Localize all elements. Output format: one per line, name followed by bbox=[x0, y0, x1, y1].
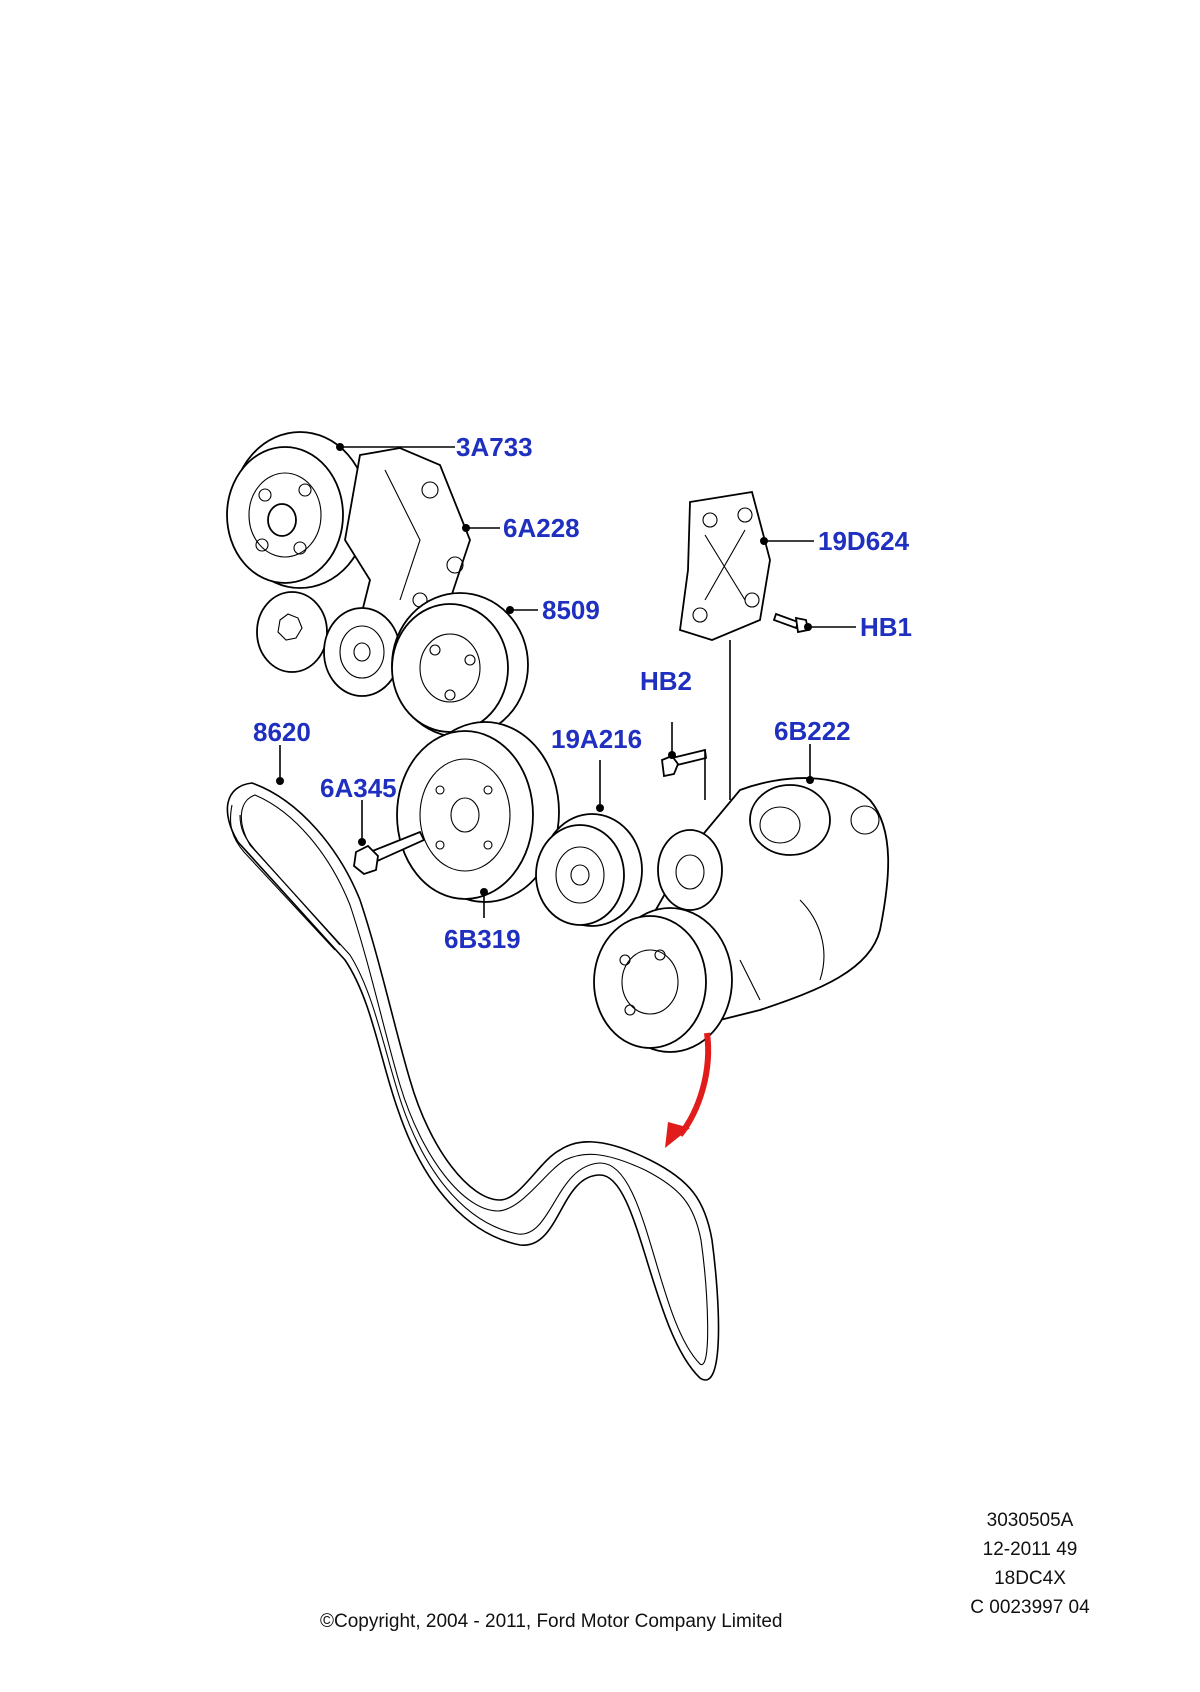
label-8620: 8620 bbox=[253, 717, 311, 747]
label-19D624: 19D624 bbox=[818, 526, 910, 556]
rotation-direction-arrow bbox=[665, 1032, 712, 1148]
idler-pulley-8509 bbox=[391, 592, 529, 738]
label-6B319: 6B319 bbox=[444, 924, 521, 954]
part-labels: 3A733 6A228 19D624 8509 HB1 HB2 8620 6B2… bbox=[253, 432, 912, 954]
belt-tensioner bbox=[256, 591, 401, 697]
leader-dots bbox=[276, 443, 814, 896]
reference-line-1: 3030505A bbox=[986, 1510, 1074, 1531]
compressor-bracket-19D624 bbox=[679, 490, 771, 641]
crankshaft-pulley-6B319 bbox=[396, 721, 560, 903]
reference-line-2: 12-2011 49 bbox=[982, 1539, 1078, 1560]
label-8509: 8509 bbox=[542, 595, 600, 625]
label-19A216: 19A216 bbox=[551, 724, 642, 754]
ac-compressor-6B222 bbox=[593, 777, 890, 1053]
label-6A228: 6A228 bbox=[503, 513, 580, 543]
label-6A345: 6A345 bbox=[320, 773, 397, 803]
label-3A733: 3A733 bbox=[456, 432, 533, 462]
idler-pulley-19A216 bbox=[535, 813, 643, 927]
reference-line-4: C 0023997 04 bbox=[970, 1597, 1090, 1618]
label-HB1: HB1 bbox=[860, 612, 912, 642]
label-6B222: 6B222 bbox=[774, 716, 851, 746]
leader-lines bbox=[279, 446, 856, 918]
copyright-notice: ©Copyright, 2004 - 2011, Ford Motor Comp… bbox=[320, 1611, 783, 1632]
drive-belt-8620 bbox=[226, 782, 720, 1381]
label-HB2: HB2 bbox=[640, 666, 692, 696]
reference-line-3: 18DC4X bbox=[994, 1568, 1066, 1589]
bolt-6A345 bbox=[353, 830, 426, 876]
water-pump-pulley-3A733 bbox=[226, 431, 369, 589]
bolt-HB1 bbox=[772, 612, 810, 634]
diagram-reference-block: 3030505A 12-2011 49 18DC4X C 0023997 04 bbox=[930, 1506, 1130, 1622]
